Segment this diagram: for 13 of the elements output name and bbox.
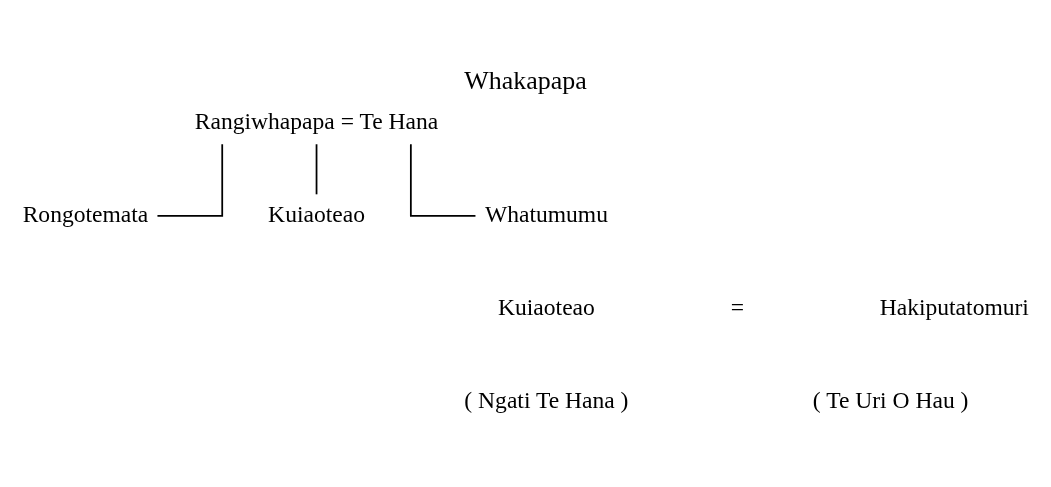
node-text: Rongotemata: [22, 200, 149, 227]
node-text: Kuiaoteao: [268, 200, 365, 227]
connector: [315, 143, 318, 196]
connector: [156, 143, 224, 217]
label: ( Te Uri O Hau ): [812, 386, 969, 413]
label: Kuiaoteao: [498, 293, 595, 320]
label: Hakiputatomuri: [879, 293, 1029, 320]
node-text: Rangiwhapapa = Te Hana: [194, 107, 439, 134]
node-text: Whatumumu: [484, 200, 608, 227]
diagram-title: Whakapapa: [464, 66, 587, 96]
label: ( Ngati Te Hana ): [464, 386, 629, 413]
connector: [409, 143, 477, 217]
label: =: [730, 293, 745, 320]
